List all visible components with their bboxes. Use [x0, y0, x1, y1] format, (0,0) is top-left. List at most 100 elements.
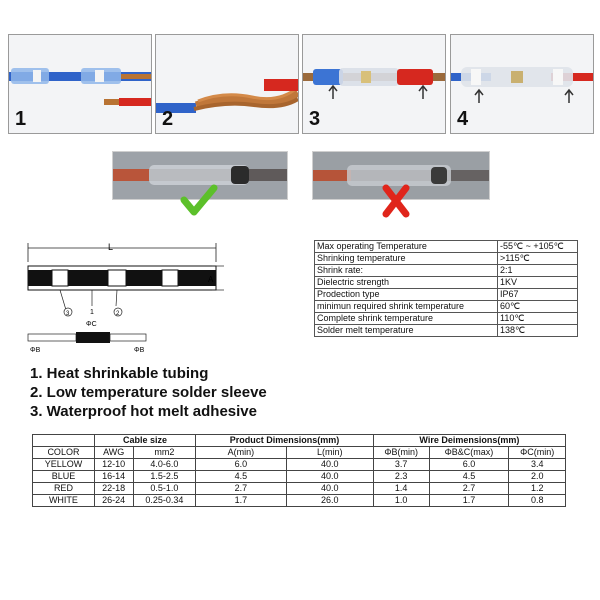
dimensions-table: Cable size Product Dimensions(mm) Wire D…: [32, 434, 567, 507]
component-legend: 1. Heat shrinkable tubing 2. Low tempera…: [30, 364, 267, 421]
length-label: L: [108, 242, 113, 252]
table-cell: 40.0: [285, 470, 374, 483]
header-product-dimensions: Product Dimensions(mm): [195, 434, 374, 447]
phi-b-right-label: ΦB: [134, 347, 145, 354]
step-panel-1: 1: [8, 34, 152, 134]
step-panel-2: 2: [155, 34, 299, 134]
step-number: 2: [162, 108, 174, 130]
spec-label: Solder melt temperature: [314, 324, 498, 337]
spec-value: 138℃: [497, 324, 578, 337]
spec-label: Complete shrink temperature: [314, 312, 498, 325]
column-header: ΦC(min): [508, 446, 566, 459]
header-cable-size: Cable size: [93, 434, 197, 447]
step-1-wire-photo: [9, 68, 151, 106]
legend-item-hot-melt: 3. Waterproof hot melt adhesive: [30, 403, 257, 420]
color-cell: WHITE: [32, 494, 95, 507]
step-3-wire-photo: [303, 68, 445, 99]
table-cell: 16-14: [93, 470, 134, 483]
spec-value: 110℃: [497, 312, 578, 325]
callout-1-label: 1: [90, 309, 94, 316]
table-cell: 40.0: [285, 482, 374, 495]
spec-value: >115℃: [497, 252, 578, 265]
spec-label: Max operating Temperature: [314, 240, 498, 253]
spec-row: Shrinking temperature>115℃: [314, 252, 578, 265]
legend-item-heat-shrink: 1. Heat shrinkable tubing: [30, 365, 209, 382]
table-cell: 2.7: [428, 482, 510, 495]
table-cell: 4.5: [428, 470, 510, 483]
table-cell: 26.0: [285, 494, 374, 507]
step-number: 3: [309, 108, 321, 130]
spec-value: -55℃ ~ +105℃: [497, 240, 578, 253]
step-4-wire-photo: [451, 67, 593, 103]
spec-value: 60℃: [497, 300, 578, 313]
correct-shrink-photo: [112, 151, 288, 200]
step-panel-4: 4: [450, 34, 594, 134]
table-cell: 1.4: [372, 482, 430, 495]
table-cell: 4.0-6.0: [132, 458, 197, 471]
color-cell: BLUE: [32, 470, 95, 483]
table-cell: 0.8: [508, 494, 566, 507]
column-header: mm2: [132, 446, 197, 459]
table-cell: 4.5: [195, 470, 287, 483]
spec-row: Max operating Temperature-55℃ ~ +105℃: [314, 240, 578, 253]
spec-label: minimun required shrink temperature: [314, 300, 498, 313]
table-cell: 2.0: [508, 470, 566, 483]
table-cell: 40.0: [285, 458, 374, 471]
table-cell: 1.7: [428, 494, 510, 507]
column-header: A(min): [195, 446, 287, 459]
phi-c-label: ΦC: [86, 321, 97, 328]
table-cell: 0.25-0.34: [132, 494, 197, 507]
height-label: A: [208, 275, 214, 284]
header-wire-dimensions: Wire Deimensions(mm): [372, 434, 567, 447]
spec-label: Dielectric strength: [314, 276, 498, 289]
header-empty: [32, 434, 95, 447]
column-header: L(min): [285, 446, 374, 459]
table-cell: 6.0: [428, 458, 510, 471]
phi-b-left-label: ΦB: [30, 347, 41, 354]
table-cell: 2.3: [372, 470, 430, 483]
table-cell: 22-18: [93, 482, 134, 495]
table-cell: 2.7: [195, 482, 287, 495]
table-cell: 12-10: [93, 458, 134, 471]
table-cell: 6.0: [195, 458, 287, 471]
spec-value: 2:1: [497, 264, 578, 277]
step-2-wire-photo: [156, 79, 298, 113]
callout-2-label: 2: [116, 311, 120, 317]
table-cell: 3.4: [508, 458, 566, 471]
spec-value: IP67: [497, 288, 578, 301]
incorrect-shrink-photo: [312, 151, 490, 200]
callout-3-label: 3: [66, 311, 70, 317]
spec-label: Prodection type: [314, 288, 498, 301]
table-cell: 26-24: [93, 494, 134, 507]
step-panel-3: 3: [302, 34, 446, 134]
table-cell: 1.2: [508, 482, 566, 495]
cross-icon: [382, 184, 410, 218]
step-number: 1: [15, 108, 27, 130]
table-cell: 3.7: [372, 458, 430, 471]
table-cell: 1.5-2.5: [132, 470, 197, 483]
color-cell: RED: [32, 482, 95, 495]
column-header: ΦB(min): [372, 446, 430, 459]
spec-label: Shrinking temperature: [314, 252, 498, 265]
tube-dimension-diagram: L A 3 1 2 ΦC ΦB ΦB: [27, 242, 224, 354]
table-cell: 1.7: [195, 494, 287, 507]
column-header: ΦB&C(max): [428, 446, 510, 459]
spec-label: Shrink rate:: [314, 264, 498, 277]
column-header: COLOR: [32, 446, 95, 459]
column-header: AWG: [93, 446, 134, 459]
check-icon: [180, 184, 218, 216]
spec-row: Shrink rate:2:1: [314, 264, 578, 277]
legend-item-solder-sleeve: 2. Low temperature solder sleeve: [30, 384, 267, 401]
table-cell: 0.5-1.0: [132, 482, 197, 495]
table-cell: 1.0: [372, 494, 430, 507]
